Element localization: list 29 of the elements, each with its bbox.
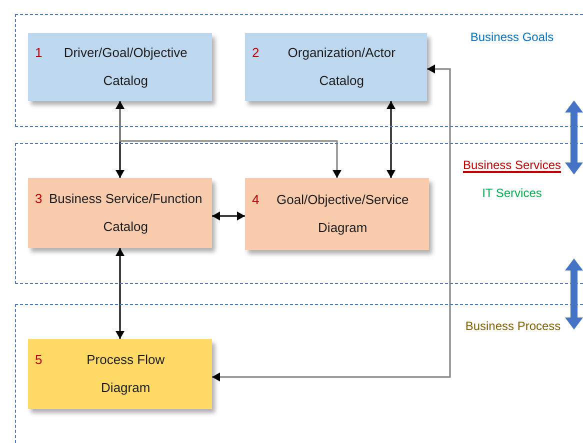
double-arrow [116, 101, 342, 178]
layer-label: Business Services [462, 157, 562, 174]
box-label: Business Service/Function Catalog [48, 190, 204, 236]
double-arrow [386, 101, 396, 178]
process-box [28, 339, 212, 409]
dashed-frame [15, 304, 583, 443]
process-box [28, 178, 212, 248]
double-arrow [212, 212, 245, 220]
process-box [28, 33, 212, 101]
block-arrow [565, 100, 583, 174]
process-box [245, 33, 427, 101]
double-arrow [116, 248, 124, 339]
step-number: 4 [252, 191, 260, 209]
dashed-frame [15, 143, 583, 284]
step-number: 2 [252, 44, 260, 62]
double-arrow [212, 64, 451, 382]
box-label: Process Flow Diagram [86, 351, 166, 397]
box-label: Goal/Objective/Service Diagram [276, 191, 410, 237]
box-label: Driver/Goal/Objective Catalog [62, 44, 188, 90]
step-number: 3 [35, 190, 42, 208]
block-arrow [565, 258, 583, 330]
box-label: Organization/Actor Catalog [286, 44, 396, 90]
dashed-frame [15, 14, 583, 127]
layer-label: IT Services [482, 185, 542, 202]
layer-label: Business Process [465, 318, 561, 335]
process-box [245, 178, 429, 250]
layer-label: Business Goals [470, 29, 554, 46]
step-number: 5 [35, 351, 42, 369]
step-number: 1 [35, 44, 42, 62]
